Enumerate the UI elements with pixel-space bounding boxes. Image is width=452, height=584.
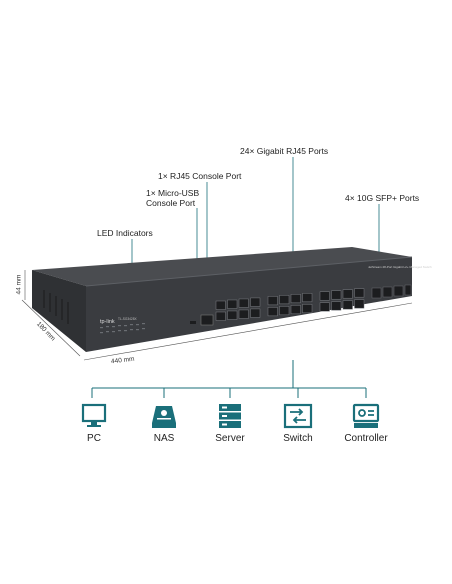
rj45-port <box>342 289 353 299</box>
sfp-ports <box>371 284 412 299</box>
device-label-nas: NAS <box>153 433 175 444</box>
chassis-side <box>32 270 86 352</box>
chassis-top <box>32 247 412 286</box>
brand-logo: tp-link <box>100 319 115 325</box>
server-icon <box>219 404 241 428</box>
callout-led: LED Indicators <box>97 228 153 238</box>
rj45-port <box>215 311 226 321</box>
rj45-port <box>238 298 249 308</box>
rj45-port <box>215 300 226 310</box>
rj45-port <box>279 306 290 316</box>
rj45-port <box>290 305 301 315</box>
rj45-port <box>342 300 353 310</box>
rj45-port <box>279 295 290 305</box>
callout-rj45-console: 1× RJ45 Console Port <box>158 171 242 181</box>
nas-icon <box>152 406 176 428</box>
rj45-port <box>250 297 261 307</box>
rj45-port <box>354 288 365 298</box>
device-label-switch: Switch <box>283 433 313 444</box>
rj45-port <box>354 299 365 309</box>
monitor-icon <box>81 403 107 427</box>
rj45-port <box>331 301 342 311</box>
rj45-port <box>227 299 238 309</box>
callout-usb-console-line2: Console Port <box>146 198 196 208</box>
rj45-port <box>290 294 301 304</box>
side-vents <box>43 290 69 324</box>
chassis-front <box>86 257 412 352</box>
device-label-pc: PC <box>87 433 101 444</box>
device-label-controller: Controller <box>344 433 388 444</box>
rj45-port-block <box>215 288 365 321</box>
switch-icon <box>283 403 313 429</box>
connector-bracket <box>91 360 367 398</box>
rj45-port <box>302 293 313 303</box>
rj45-port <box>250 308 261 318</box>
rj45-console-port <box>200 314 214 326</box>
rj45-port <box>227 310 238 320</box>
rj45-port <box>267 296 278 306</box>
rj45-port <box>319 291 330 301</box>
rj45-port <box>331 290 342 300</box>
svg-text:TL-SG3428X: TL-SG3428X <box>118 317 137 321</box>
svg-text:JetStream 28-Port Gigabit L2+: JetStream 28-Port Gigabit L2+ Managed Sw… <box>368 265 432 269</box>
device-label-server: Server <box>215 433 245 444</box>
rj45-port <box>267 307 278 317</box>
controller-icon <box>352 403 380 428</box>
callout-usb-console-line1: 1× Micro-USB <box>146 188 200 198</box>
rj45-port <box>319 302 330 312</box>
micro-usb-port <box>190 321 196 324</box>
callout-sfp: 4× 10G SFP+ Ports <box>345 193 420 203</box>
callout-24-ports: 24× Gigabit RJ45 Ports <box>240 146 329 156</box>
rj45-port <box>302 304 313 314</box>
led-grid <box>100 323 145 334</box>
rj45-port <box>238 309 249 319</box>
